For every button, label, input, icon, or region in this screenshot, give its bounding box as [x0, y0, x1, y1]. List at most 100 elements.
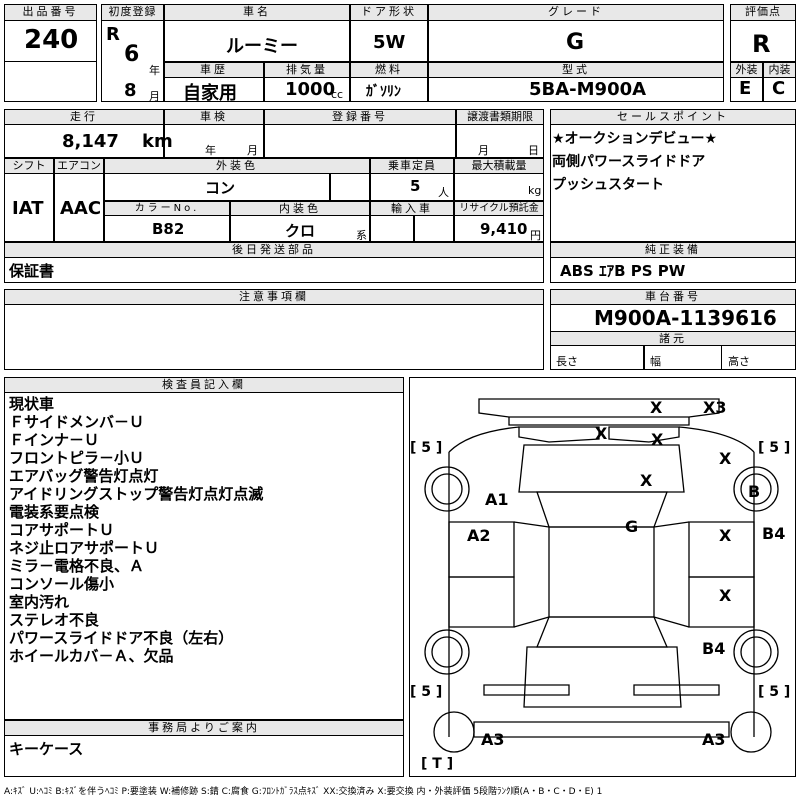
- later-items-cell: [4, 257, 544, 283]
- mark-x2: X: [595, 424, 608, 443]
- transfer-cell: [456, 124, 544, 158]
- rear-window: [536, 616, 668, 648]
- recycle-cell: [454, 215, 544, 242]
- hood: [518, 444, 685, 493]
- front-bumper: [478, 398, 720, 418]
- note-7: 電装系要点検: [9, 503, 100, 521]
- max-load-label: 最大積載量: [454, 158, 544, 174]
- inspector-notes: 現状車 Ｆサイドメンバ－Ｕ Ｆインナ－Ｕ フロントピラ－小Ｕ エアバッグ警告灯点…: [9, 395, 263, 665]
- note-1: 現状車: [9, 395, 55, 413]
- mark-x7: X: [719, 526, 732, 545]
- yen-unit: 円: [530, 229, 541, 242]
- history: 自家用: [183, 83, 237, 104]
- office: キーケース: [9, 740, 84, 758]
- color-no: B82: [152, 220, 185, 238]
- rear-right-light: [633, 684, 720, 696]
- grade: G: [566, 30, 585, 55]
- note-15: ホイールカバ－Ａ、欠品: [9, 647, 174, 665]
- note-3: Ｆインナ－Ｕ: [9, 431, 100, 449]
- front-left-hub: [431, 473, 463, 505]
- genuine-cell: [550, 257, 796, 283]
- interior: C: [772, 78, 786, 99]
- inspector-cell: [4, 392, 404, 720]
- spare-right: [730, 711, 772, 753]
- import-cell2: [414, 215, 454, 242]
- chassis: M900A-1139616: [594, 306, 777, 330]
- sales-point-cell: [550, 124, 796, 242]
- note-8: コアサポートＵ: [9, 521, 115, 539]
- interior-label: 内装: [763, 62, 796, 78]
- spare-left: [433, 711, 475, 753]
- left-headlight: [518, 426, 600, 443]
- kei-unit: 系: [356, 229, 367, 242]
- model-label: 型式: [428, 62, 724, 78]
- model: 5BA-M900A: [529, 79, 647, 100]
- grade-label: グレード: [428, 4, 724, 21]
- mark-b: B: [748, 482, 761, 501]
- length-cell: [550, 345, 644, 370]
- rear-bumper: [473, 721, 730, 738]
- office-label: 事務局よりご案内: [4, 720, 404, 736]
- mark-x3: X3: [703, 398, 727, 417]
- grille: [508, 417, 690, 426]
- note-11: コンソール傷小: [9, 575, 115, 593]
- legend: A:ｷｽﾞ U:ﾍｺﾐ B:ｷｽﾞを伴うﾍｺﾐ P:要塗装 W:補修跡 S:錆 …: [4, 787, 603, 797]
- car-name-label: 車名: [164, 4, 350, 21]
- shift: IAT: [12, 198, 44, 219]
- genuine-label: 純正装備: [550, 242, 796, 258]
- displacement: 1000: [285, 79, 336, 100]
- grade-cell: [428, 20, 724, 62]
- car-diagram: [424, 398, 779, 753]
- rear-left-door: [448, 576, 515, 628]
- sales-point-3: プッシュスタート: [552, 177, 664, 193]
- sales-point-1: ★オークションデビュー★: [552, 131, 718, 147]
- mark-x5: X: [719, 449, 732, 468]
- transfer-month-unit: 月: [478, 144, 489, 157]
- int-color-cell: [230, 215, 370, 242]
- transfer-label: 譲渡書類期限: [456, 109, 544, 125]
- mark-a2: A2: [467, 526, 491, 545]
- shift-label: シフト: [4, 158, 54, 174]
- mileage-cell: [4, 124, 164, 158]
- mileage-label: 走行: [4, 109, 164, 125]
- mark-x8: X: [719, 586, 732, 605]
- int-color-label: 内装色: [230, 201, 370, 216]
- note-5: エアバッグ警告灯点灯: [9, 467, 159, 485]
- month-unit: 月: [149, 90, 160, 103]
- inspector-label: 検査員記入欄: [4, 377, 404, 393]
- cc-unit: cc: [331, 88, 344, 101]
- exterior-cell: [730, 77, 763, 102]
- recycle-label: リサイクル預託金: [454, 201, 544, 216]
- km-unit: km: [142, 131, 173, 152]
- mileage: 8,147: [62, 131, 119, 152]
- displacement-cell: [264, 77, 350, 102]
- right-headlight: [608, 426, 680, 443]
- sales-point-label: セールスポイント: [550, 109, 796, 125]
- specs-label: 諸元: [550, 331, 796, 346]
- interior-cell: [763, 77, 796, 102]
- office-cell: [4, 735, 404, 777]
- mark-a3-left: A3: [481, 730, 505, 749]
- rear-right-door: [688, 576, 755, 628]
- exterior-label: 外装: [730, 62, 763, 78]
- lot-label: 出品番号: [4, 4, 97, 21]
- year: 6: [124, 42, 140, 67]
- mark-b4a: B4: [762, 524, 786, 543]
- mark-a1: A1: [485, 490, 509, 509]
- rear-right-wheel: [733, 629, 779, 675]
- capacity: 5: [410, 177, 421, 195]
- front-right-hub: [740, 473, 772, 505]
- aircon: AAC: [60, 198, 102, 219]
- car-diagram-frame: [409, 377, 796, 777]
- history-cell: [164, 77, 264, 102]
- first-reg-label: 初度登録: [101, 4, 164, 21]
- shift-cell: [4, 173, 54, 242]
- mark-b4b: B4: [702, 639, 726, 658]
- mark-a3-right: A3: [702, 730, 726, 749]
- max-load-cell: [454, 173, 544, 201]
- aircon-label: エアコン: [54, 158, 104, 174]
- kg-unit: kg: [528, 184, 542, 197]
- ext-color-cell: [104, 173, 330, 201]
- mark-x4: X: [651, 430, 664, 449]
- tire-rl: [ 5 ]: [410, 684, 443, 700]
